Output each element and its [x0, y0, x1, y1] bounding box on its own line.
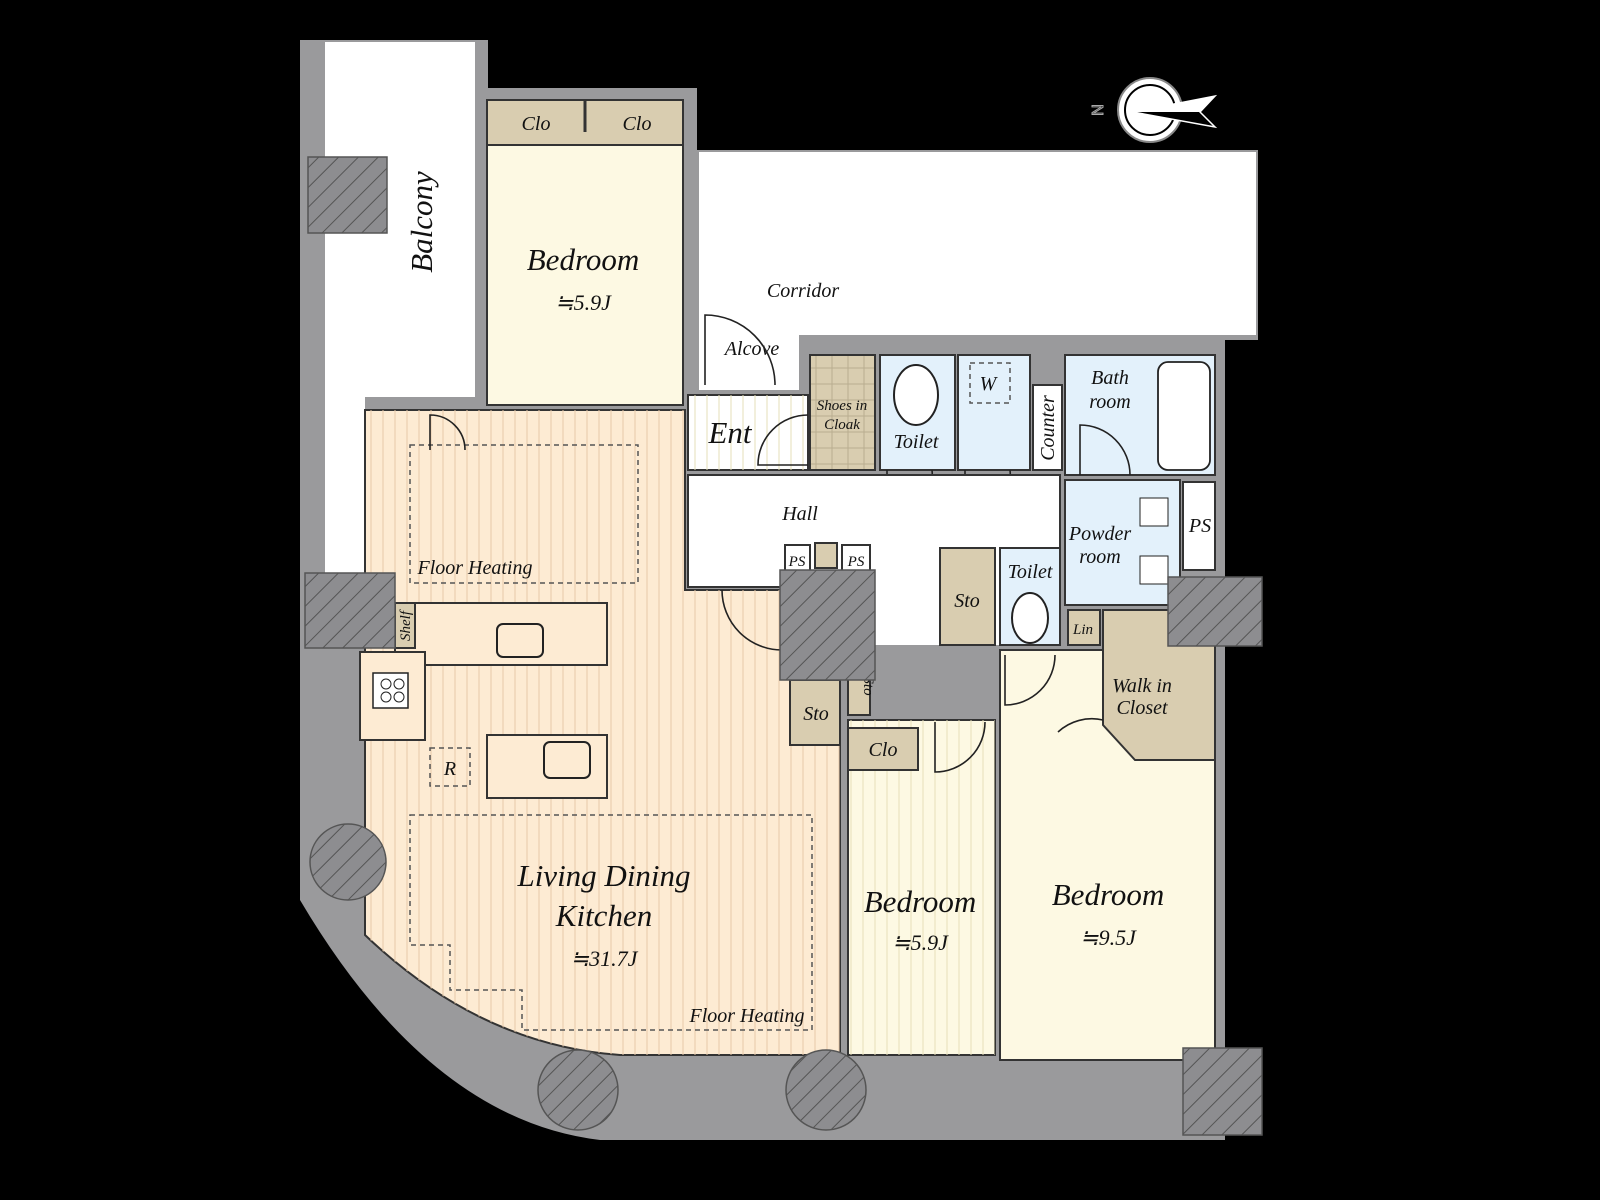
bedroom-top: Clo Clo Bedroom ≒5.9J	[486, 99, 684, 406]
room-name: Toilet	[1008, 561, 1053, 583]
room-name: Lin	[1072, 622, 1093, 638]
room-name: Bath	[1091, 367, 1129, 389]
alcove-label: Alcove	[723, 338, 780, 360]
room-name: Living Dining	[516, 858, 690, 893]
washer-room: W	[957, 354, 1031, 521]
basin-icon	[1139, 497, 1169, 527]
sink-icon	[496, 623, 544, 658]
basin-icon	[1139, 555, 1169, 585]
corridor-label: Corridor	[767, 280, 839, 302]
toilet-1: Toilet	[879, 354, 956, 521]
room-name: Bedroom	[864, 884, 977, 919]
stove-icon	[372, 672, 409, 709]
room-name: Cloak	[824, 417, 860, 433]
floor-heating-label: Floor Heating	[689, 1005, 805, 1027]
storage-2: Sto Sto	[789, 654, 876, 746]
floor-heating-label: Floor Heating	[417, 557, 533, 579]
balcony-label: Balcony	[404, 171, 439, 273]
room-name: Sto	[803, 703, 829, 725]
counter: Counter	[1032, 384, 1063, 471]
closet-label: Clo	[869, 739, 898, 761]
room-name: room	[1079, 546, 1120, 568]
linen: Lin	[1067, 609, 1101, 646]
bathroom: Bath room	[1064, 354, 1216, 476]
closet-label: Clo	[623, 113, 652, 135]
room-name: Toilet	[894, 431, 939, 453]
room-name: Bedroom	[527, 242, 640, 277]
entrance: Ent	[687, 394, 809, 471]
room-area: ≒5.9J	[892, 930, 949, 955]
pipe-space: PS PS PS	[784, 481, 1216, 574]
shoes-cloak: Shoes in Cloak	[809, 354, 876, 471]
room-name: Sto	[860, 676, 876, 696]
room-name: room	[1089, 391, 1130, 413]
toilet-2: Toilet	[999, 547, 1061, 646]
room-name: Kitchen	[555, 898, 652, 933]
toilet-icon	[893, 364, 939, 426]
fridge-label: R	[443, 758, 456, 780]
storage-1: Sto	[939, 547, 996, 646]
room-name: Bedroom	[1052, 877, 1165, 912]
corridor: Corridor Alcove	[699, 152, 1256, 390]
counter-label: Counter	[1037, 395, 1059, 461]
walk-in-closet: Walk in Closet	[1057, 609, 1216, 761]
bedroom-mid: Clo Bedroom ≒5.9J	[847, 719, 996, 1056]
entrance-label: Ent	[707, 415, 752, 450]
room-area: ≒5.9J	[555, 290, 612, 315]
room-name: Powder	[1068, 523, 1131, 545]
bathtub-icon	[1157, 361, 1211, 471]
room-name: Walk in	[1112, 675, 1172, 697]
ps-label: PS	[788, 554, 806, 570]
shelf-label: Shelf	[398, 609, 414, 641]
north-label: N	[1090, 104, 1107, 116]
washer-label: W	[980, 373, 999, 395]
room-name: Shoes in	[817, 398, 867, 414]
room-area: ≒9.5J	[1080, 925, 1137, 950]
room-area: ≒31.7J	[571, 946, 639, 971]
toilet-icon	[1011, 592, 1049, 644]
north-arrow-icon: N	[1090, 77, 1218, 143]
closet-label: Clo	[522, 113, 551, 135]
room-name: Sto	[954, 590, 980, 612]
room-name: Closet	[1116, 697, 1168, 719]
columns	[304, 156, 1263, 1136]
powder-room: Powder room	[1064, 479, 1181, 606]
living-dining-kitchen: Floor Heating Floor Heating R Shelf Livi…	[359, 409, 841, 1056]
sink-icon	[543, 741, 591, 779]
ps-label: PS	[1188, 515, 1211, 537]
ps-label: PS	[847, 554, 865, 570]
hall-label: Hall	[781, 503, 818, 525]
